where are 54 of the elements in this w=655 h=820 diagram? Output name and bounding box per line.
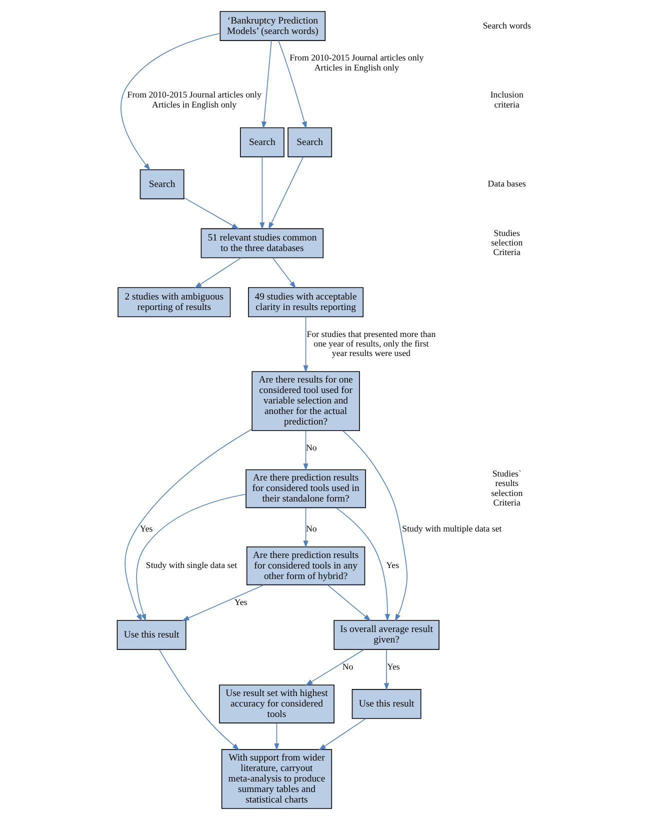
label: Data bases xyxy=(487,178,526,189)
node-box: Use this result xyxy=(351,689,421,719)
node-box: Use this result xyxy=(116,620,186,650)
arrow xyxy=(194,257,241,288)
arrow xyxy=(260,40,272,129)
arrow xyxy=(274,722,279,751)
arrow xyxy=(272,258,296,289)
arrow xyxy=(158,649,240,750)
node-box: ‘Bankruptcy Prediction Models’ (search words) xyxy=(219,11,326,41)
label: Studies selection Criteria xyxy=(490,228,522,258)
node-box: Are there results for one considered tool used for variable selection and another for the actual prediction? xyxy=(251,371,360,431)
edge-label: Study with multiple data set xyxy=(402,523,502,534)
node-box: Search xyxy=(287,127,332,158)
edge-label: From 2010-2015 Journal articles only Articles in English only xyxy=(289,52,424,72)
arrow xyxy=(384,649,389,690)
edge-label: From 2010-2015 Journal articles only Articles in English only xyxy=(126,90,261,110)
arrow xyxy=(259,156,264,230)
arrow xyxy=(302,430,308,471)
edge-label: No xyxy=(306,523,316,534)
arrow xyxy=(342,430,407,622)
arrow xyxy=(124,428,252,622)
arrow xyxy=(120,32,220,170)
arrow xyxy=(181,584,264,621)
edge-label: No xyxy=(342,661,353,672)
edge-label: Yes xyxy=(386,661,400,672)
label: Studies` results selection Criteria xyxy=(490,468,522,508)
arrow xyxy=(183,197,239,230)
node-box: 51 relevant studies common to the three databases xyxy=(200,228,324,258)
node-box: Search xyxy=(239,127,284,158)
arrow xyxy=(302,507,308,548)
node-box: Are there prediction results for considered tools in any other form of hybrid? xyxy=(246,546,365,586)
node-box: 2 studies with ambiguous reporting of results xyxy=(117,287,230,318)
arrow xyxy=(268,156,304,230)
edge-label: Yes xyxy=(234,596,247,607)
label: Search words xyxy=(482,20,530,30)
edge-label: Yes xyxy=(386,560,399,570)
arrow xyxy=(277,40,306,129)
arrow xyxy=(335,508,390,622)
node-box: Are there prediction results for considered tools used in their standalone form? xyxy=(245,469,366,508)
edge-label: Study with single data set xyxy=(145,560,237,570)
arrow xyxy=(318,718,366,750)
arrow xyxy=(136,494,246,622)
edge-label: Yes xyxy=(139,523,152,534)
node-box: Use result set with highest accuracy for considered tools xyxy=(218,684,334,724)
node-box: 49 studies with acceptable clarity in results reporting xyxy=(248,287,364,318)
node-box: With support from wider literature, carryout meta-analysis to produce summary tables and statistical charts xyxy=(220,749,332,809)
arrow xyxy=(302,316,308,373)
node-box: Is overall average result given? xyxy=(333,620,439,650)
edge-label: For studies that presented more than one year of results, only the first year results were used xyxy=(306,328,436,358)
node-box: Search xyxy=(139,169,184,200)
arrow xyxy=(326,584,370,622)
arrow xyxy=(304,649,364,686)
edge-label: No xyxy=(306,442,316,453)
label: Inclusion criteria xyxy=(490,90,523,110)
